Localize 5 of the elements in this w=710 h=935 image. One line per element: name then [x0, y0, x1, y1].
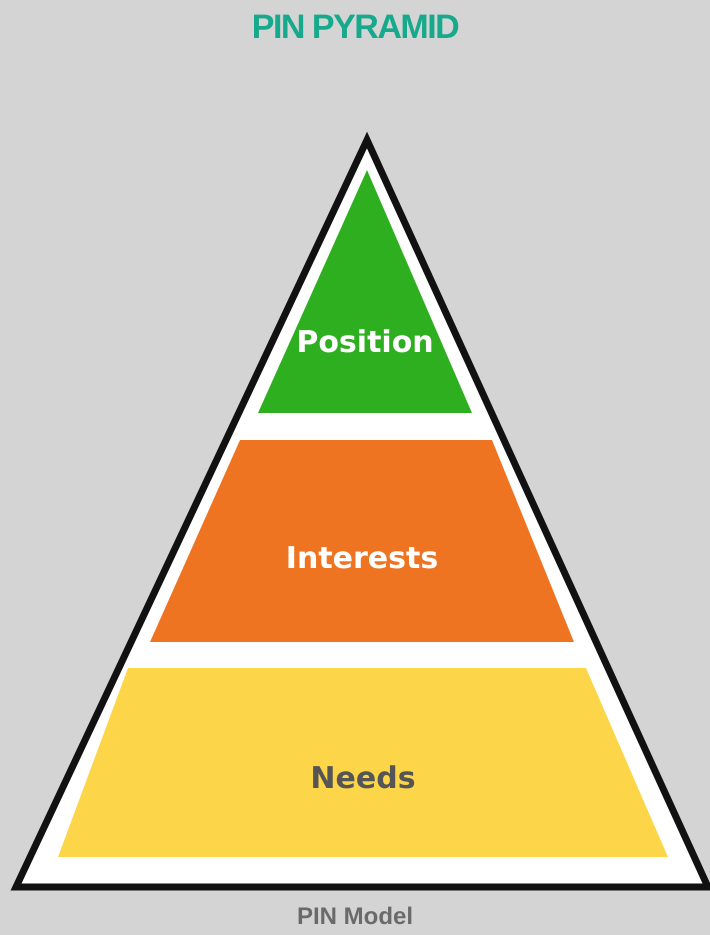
tier-label: Needs	[309, 761, 417, 796]
tier-label: Interests	[284, 541, 440, 576]
caption: PIN Model	[296, 903, 414, 931]
title: PIN PYRAMID	[250, 8, 460, 47]
tier-label: Position	[295, 324, 435, 360]
